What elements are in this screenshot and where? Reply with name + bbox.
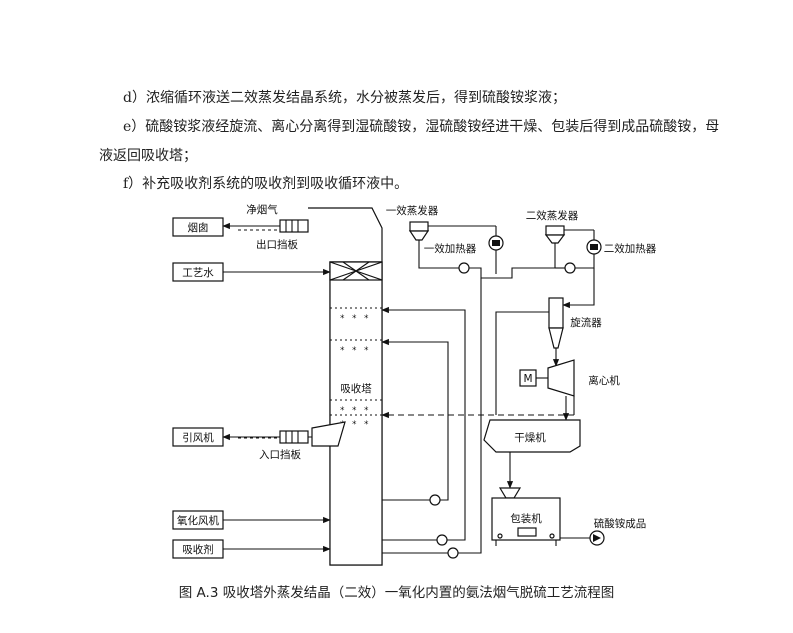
svg-text:⁎: ⁎	[352, 343, 357, 353]
heater2-label: 二效加热器	[604, 242, 657, 255]
induced-fan-label: 引风机	[182, 431, 214, 444]
paragraph-e-line1: e）硫酸铵浆液经旋流、离心分离得到湿硫酸铵，湿硫酸铵经进干燥、包装后得到成品硫酸…	[123, 119, 720, 135]
inlet-duct-icon	[311, 421, 346, 447]
process-water-box: 工艺水	[172, 262, 224, 282]
dryer: 干燥机	[483, 419, 581, 453]
pump-icon	[447, 547, 459, 559]
pump-icon	[429, 494, 441, 506]
figure-caption: 图 A.3 吸收塔外蒸发结晶（二效）一氧化内置的氨法烟气脱硫工艺流程图	[178, 585, 615, 601]
pump-icon	[564, 262, 576, 274]
svg-text:⁎: ⁎	[340, 343, 345, 353]
svg-text:⁎: ⁎	[364, 403, 369, 413]
inlet-damper-label: 入口挡板	[259, 448, 301, 461]
cyclone-label: 旋流器	[570, 316, 602, 329]
paragraph-f: f）补充吸收剂系统的吸收剂到吸收循环液中。	[123, 176, 409, 192]
heater-1	[488, 235, 504, 274]
centrifuge-label: 离心机	[588, 374, 620, 387]
outlet-damper-icon	[279, 219, 309, 233]
svg-text:⁎: ⁎	[364, 343, 369, 353]
heater1-label: 一效加热器	[424, 242, 477, 255]
svg-text:⁎: ⁎	[352, 403, 357, 413]
svg-text:⁎: ⁎	[364, 311, 369, 321]
absorber-label: 吸收塔	[340, 382, 372, 395]
svg-text:⁎: ⁎	[364, 417, 369, 427]
svg-text:⁎: ⁎	[352, 417, 357, 427]
svg-text:⁎: ⁎	[340, 403, 345, 413]
absorber-tower: 吸收塔	[308, 207, 383, 566]
absorbent-box: 吸收剂	[172, 539, 224, 559]
evaporator2-label: 二效蒸发器	[526, 209, 579, 222]
evaporator1-label: 一效蒸发器	[386, 204, 439, 217]
paragraph-d: d）浓缩循环液送二效蒸发结晶系统，水分被蒸发后，得到硫酸铵浆液；	[123, 90, 566, 106]
oxidation-fan-box: 氧化风机	[172, 510, 224, 530]
clean-gas-label: 净烟气	[246, 203, 278, 216]
packager-label: 包装机	[510, 512, 542, 525]
packager: 包装机	[491, 487, 561, 546]
dryer-label: 干燥机	[514, 431, 546, 444]
svg-text:⁎: ⁎	[340, 311, 345, 321]
paragraph-e-line2: 液返回吸收塔；	[99, 148, 197, 164]
pump-icon	[436, 534, 448, 546]
circulation-pumps	[381, 278, 482, 559]
oxidation-fan-label: 氧化风机	[177, 514, 219, 527]
flue-box: 烟囱	[172, 217, 224, 237]
centrifuge: M 离心机	[519, 359, 620, 397]
cyclone: 旋流器	[548, 297, 602, 349]
outlet-damper-label: 出口挡板	[256, 238, 298, 251]
evaporator-2: 二效蒸发器 二效加热器	[526, 209, 657, 268]
pump-icon	[458, 262, 470, 274]
evaporator-1: 一效蒸发器 一效加热器	[386, 204, 497, 262]
motor-label: M	[523, 373, 532, 385]
flue-label: 烟囱	[188, 221, 209, 234]
svg-text:⁎: ⁎	[352, 311, 357, 321]
absorbent-label: 吸收剂	[182, 543, 214, 556]
product-label: 硫酸铵成品	[594, 517, 647, 530]
heater-2	[586, 239, 602, 255]
inlet-damper-icon	[279, 430, 309, 444]
induced-fan-box: 引风机	[172, 427, 224, 447]
process-water-label: 工艺水	[182, 267, 214, 279]
